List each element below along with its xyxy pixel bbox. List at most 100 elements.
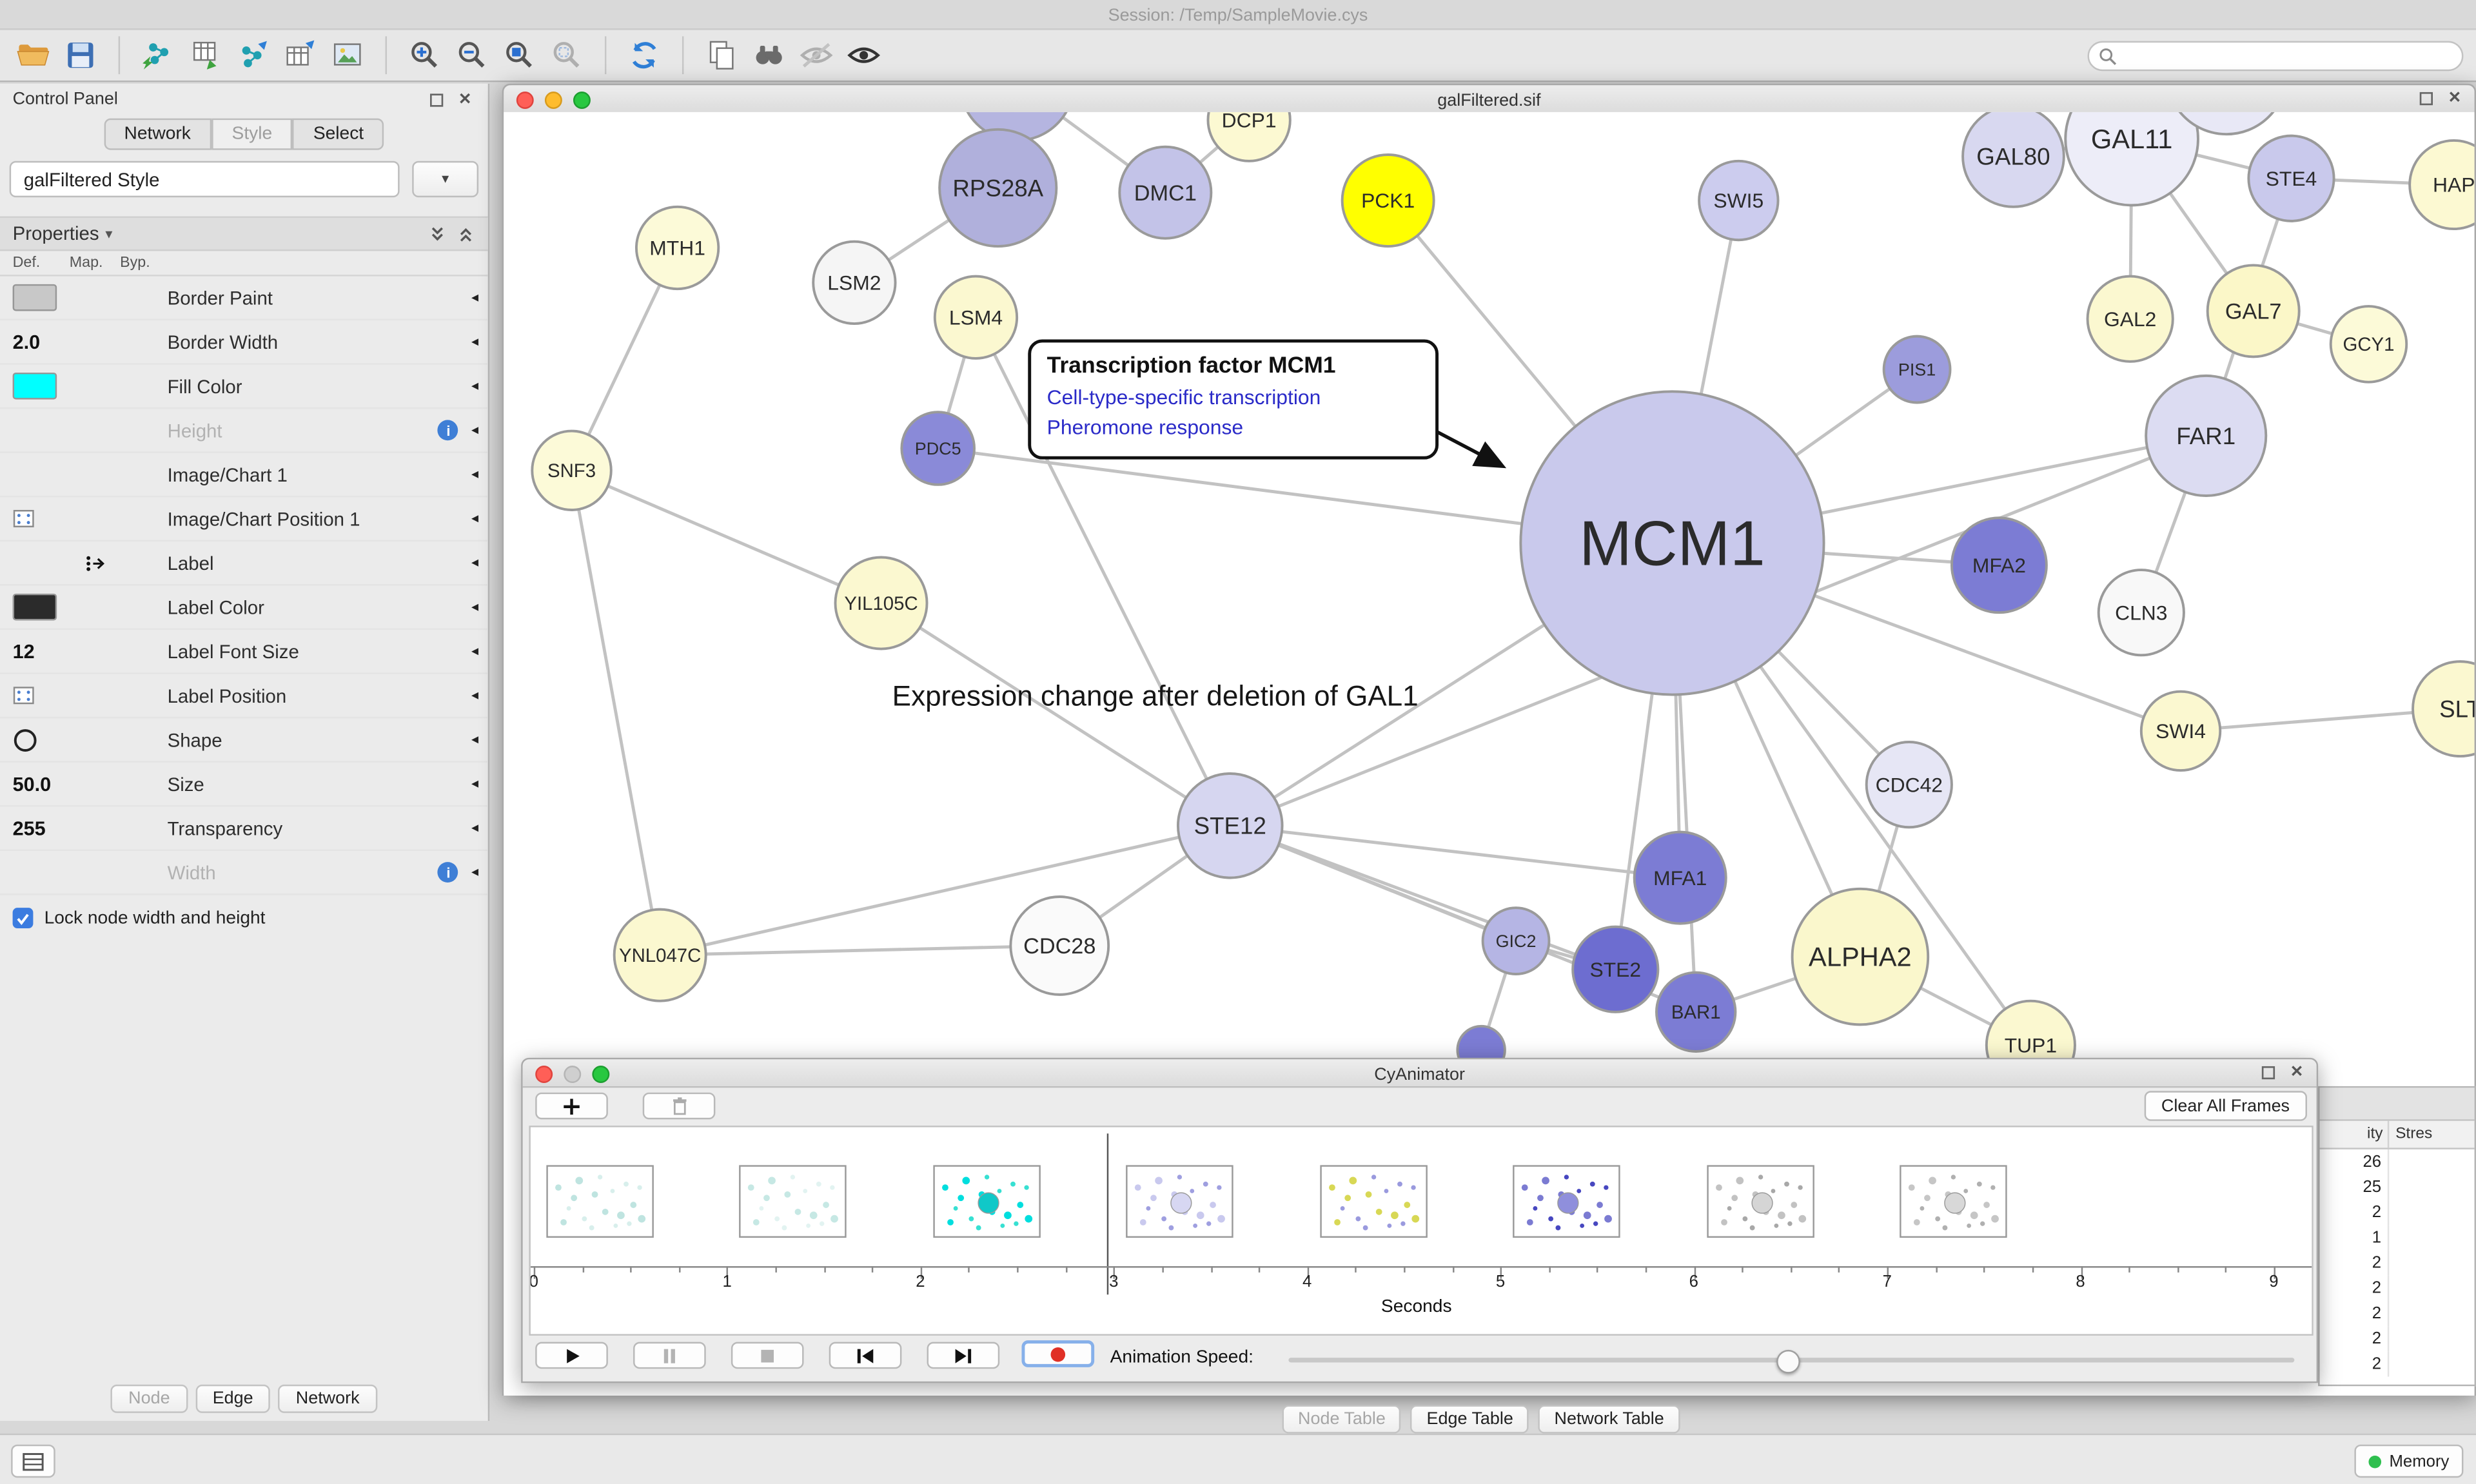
- property-row[interactable]: Fill Color◂: [0, 365, 488, 409]
- clear-all-frames-button[interactable]: Clear All Frames: [2143, 1091, 2307, 1121]
- frame-thumbnail-6[interactable]: [1513, 1165, 1621, 1238]
- annotation-box[interactable]: Transcription factor MCM1 Cell-type-spec…: [1028, 339, 1439, 459]
- network-node-gcy1[interactable]: [2329, 305, 2408, 384]
- expand-arrow-icon[interactable]: ◂: [471, 377, 479, 393]
- table-row[interactable]: 2: [2320, 1300, 2475, 1327]
- network-node-pck1[interactable]: [1341, 153, 1435, 248]
- close-button[interactable]: [535, 1066, 553, 1084]
- default-value-swatch[interactable]: [12, 284, 57, 311]
- table-row[interactable]: 2: [2320, 1326, 2475, 1352]
- default-value[interactable]: 255: [12, 817, 46, 839]
- network-node-dmc1[interactable]: [1118, 145, 1213, 240]
- toolbar-export-image-button[interactable]: [324, 33, 371, 77]
- close-window-icon[interactable]: ✕: [2448, 90, 2462, 108]
- table-row[interactable]: 2: [2320, 1200, 2475, 1225]
- expand-arrow-icon[interactable]: ◂: [471, 730, 479, 747]
- network-node-ynl047c[interactable]: [613, 908, 707, 1002]
- slider-thumb[interactable]: [1776, 1349, 1800, 1374]
- expand-arrow-icon[interactable]: ◂: [471, 421, 479, 438]
- network-node-bar1[interactable]: [1655, 971, 1737, 1053]
- default-value[interactable]: 50.0: [12, 772, 52, 796]
- next-frame-button[interactable]: [927, 1342, 1000, 1369]
- close-panel-icon[interactable]: ✕: [458, 90, 472, 108]
- collapse-all-icon[interactable]: [426, 224, 447, 244]
- expand-all-icon[interactable]: [455, 224, 475, 244]
- toolbar-refresh-button[interactable]: [620, 33, 667, 77]
- timeline-playhead[interactable]: [1106, 1133, 1109, 1295]
- close-window-icon[interactable]: ✕: [2290, 1064, 2304, 1082]
- network-node-ste2[interactable]: [1571, 925, 1660, 1013]
- stop-button[interactable]: [731, 1342, 804, 1369]
- toolbar-snapshot-button[interactable]: [698, 33, 745, 77]
- style-options-button[interactable]: ▾: [412, 161, 479, 198]
- network-node-cdc42[interactable]: [1865, 741, 1953, 829]
- network-node-pis1[interactable]: [1882, 335, 1952, 404]
- property-row[interactable]: Label Position◂: [0, 674, 488, 719]
- network-node-snf3[interactable]: [531, 429, 613, 511]
- expand-arrow-icon[interactable]: ◂: [471, 642, 479, 659]
- toolbar-zoom-in-button[interactable]: [401, 33, 448, 77]
- pause-button[interactable]: [633, 1342, 706, 1369]
- expand-arrow-icon[interactable]: ◂: [471, 289, 479, 305]
- style-select[interactable]: galFiltered Style: [9, 161, 400, 198]
- tab-node[interactable]: Node: [111, 1384, 188, 1413]
- toolbar-save-session-button[interactable]: [57, 33, 104, 77]
- frame-thumbnail-5[interactable]: [1319, 1165, 1428, 1238]
- table-row[interactable]: 26: [2320, 1149, 2475, 1175]
- float-window-icon[interactable]: [2416, 88, 2437, 109]
- expand-arrow-icon[interactable]: ◂: [471, 687, 479, 703]
- float-window-icon[interactable]: [2258, 1062, 2279, 1083]
- expand-arrow-icon[interactable]: ◂: [471, 598, 479, 614]
- toolbar-import-table-button[interactable]: [182, 33, 229, 77]
- network-node-mth1[interactable]: [634, 205, 720, 291]
- network-node-cln3[interactable]: [2097, 569, 2185, 657]
- network-node-ste4[interactable]: [2247, 134, 2335, 222]
- property-row[interactable]: Border Paint◂: [0, 277, 488, 321]
- property-row[interactable]: Shape◂: [0, 718, 488, 763]
- network-node-swi4[interactable]: [2139, 690, 2222, 772]
- table-row[interactable]: 1: [2320, 1225, 2475, 1251]
- lock-size-checkbox[interactable]: [12, 908, 34, 929]
- expand-arrow-icon[interactable]: ◂: [471, 510, 479, 526]
- frame-thumbnail-2[interactable]: [740, 1165, 847, 1238]
- network-node-far1[interactable]: [2145, 374, 2268, 497]
- network-node-mfa2[interactable]: [1950, 516, 2048, 614]
- property-row[interactable]: Label◂: [0, 542, 488, 586]
- network-node-yil105c[interactable]: [834, 556, 928, 650]
- tab-style[interactable]: Style: [211, 118, 293, 150]
- network-node-lsm2[interactable]: [812, 240, 897, 326]
- zoom-button[interactable]: [573, 92, 591, 109]
- network-node-swi5[interactable]: [1698, 159, 1780, 242]
- property-row[interactable]: Label Color◂: [0, 586, 488, 630]
- tab-select[interactable]: Select: [293, 118, 384, 150]
- toolbar-open-session-button[interactable]: [10, 33, 57, 77]
- table-row[interactable]: 2: [2320, 1351, 2475, 1377]
- toolbar-show-all-button[interactable]: [840, 33, 887, 77]
- network-node-ste12[interactable]: [1176, 772, 1284, 879]
- network-node-hap[interactable]: [2408, 139, 2475, 231]
- animation-speed-slider[interactable]: [1288, 1336, 2295, 1385]
- toolbar-import-network-button[interactable]: [134, 33, 181, 77]
- play-button[interactable]: [535, 1342, 608, 1369]
- properties-header[interactable]: Properties ▾: [0, 216, 488, 251]
- property-row[interactable]: Image/Chart 1◂: [0, 453, 488, 498]
- default-value-swatch[interactable]: [12, 593, 57, 621]
- tab-edge[interactable]: Edge: [195, 1384, 271, 1413]
- column-header[interactable]: Stres: [2395, 1126, 2433, 1144]
- network-node-alpha2[interactable]: [1791, 887, 1930, 1026]
- network-node-gal7[interactable]: [2206, 264, 2301, 358]
- frame-thumbnail-1[interactable]: [546, 1165, 654, 1238]
- delete-frame-button[interactable]: [642, 1092, 716, 1120]
- default-value-swatch[interactable]: [12, 372, 57, 400]
- toolbar-first-neighbors-button[interactable]: [745, 33, 792, 77]
- table-row[interactable]: 25: [2320, 1175, 2475, 1200]
- float-panel-icon[interactable]: [426, 89, 447, 110]
- default-value[interactable]: 12: [12, 640, 35, 663]
- expand-arrow-icon[interactable]: ◂: [471, 819, 479, 835]
- network-node-gal80[interactable]: [1961, 112, 2065, 208]
